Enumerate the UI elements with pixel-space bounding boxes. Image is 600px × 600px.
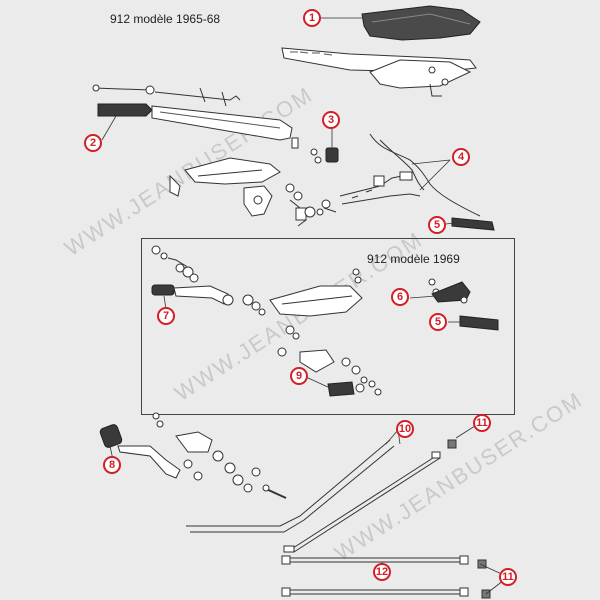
callout-1: 1 <box>303 9 321 27</box>
callout-11-bottom: 11 <box>499 568 517 586</box>
handbrake-handle-grip <box>97 103 153 117</box>
cable-end-nut <box>447 439 457 449</box>
callout-8: 8 <box>103 456 121 474</box>
cable-equalizer-block <box>325 147 339 163</box>
callout-2: 2 <box>84 134 102 152</box>
callout-6: 6 <box>391 288 409 306</box>
handle-grip-1969 <box>151 284 175 296</box>
cable-guide-tube <box>451 217 495 231</box>
cable-guide-6 <box>431 281 471 303</box>
callout-7: 7 <box>157 307 175 325</box>
title-1969: 912 modèle 1969 <box>367 252 460 266</box>
callout-5-top: 5 <box>428 216 446 234</box>
sector-1969 <box>269 285 363 317</box>
brake-cable-long-2 <box>190 445 395 533</box>
ratchet-sector <box>184 157 281 185</box>
brake-cable-long-1 <box>186 439 391 527</box>
equalizer-1969 <box>327 381 355 397</box>
title-1965-68: 912 modèle 1965-68 <box>110 12 221 26</box>
callout-11-top: 11 <box>473 414 491 432</box>
callout-5-inset: 5 <box>429 313 447 331</box>
callout-12: 12 <box>373 563 391 581</box>
bracket-bottom <box>175 431 213 453</box>
handle-grip-bottom <box>99 424 123 448</box>
inset-frame-1969 <box>141 238 515 415</box>
lever-bottom <box>117 445 181 479</box>
callout-3: 3 <box>322 111 340 129</box>
brake-cable-upper <box>369 133 481 217</box>
brake-cable-long-3 <box>289 455 437 551</box>
callout-4: 4 <box>452 148 470 166</box>
handbrake-boot <box>361 5 481 41</box>
handbrake-shaft <box>151 105 293 141</box>
callout-9: 9 <box>290 367 308 385</box>
tube-1969 <box>459 315 499 331</box>
callout-10: 10 <box>396 420 414 438</box>
